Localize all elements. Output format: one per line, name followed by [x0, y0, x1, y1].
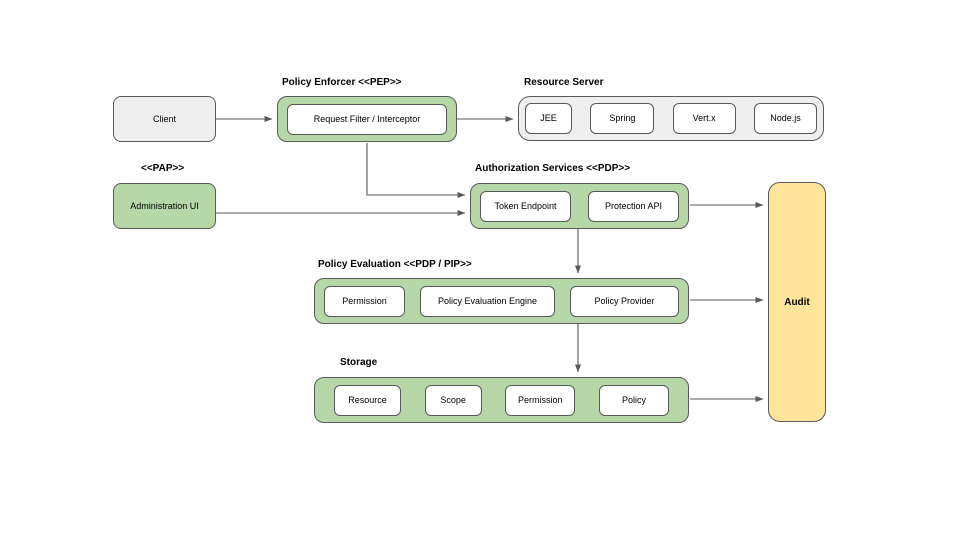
resource-server-container: JEE Spring Vert.x Node.js: [518, 96, 824, 141]
protection-api-node: Protection API: [588, 190, 679, 222]
token-endpoint-node: Token Endpoint: [480, 190, 571, 222]
permission-node: Permission: [324, 285, 405, 317]
jee-node: JEE: [525, 103, 572, 134]
authorization-services-container: Token Endpoint Protection API: [470, 183, 689, 229]
arrow-policy-enforcer-to-authorization-services: [366, 143, 466, 198]
storage-policy-node: Policy: [598, 384, 669, 416]
storage-permission-node: Permission: [505, 384, 576, 416]
storage-title: Storage: [340, 357, 378, 368]
audit-node: Audit: [768, 182, 826, 422]
policy-evaluation-engine-node: Policy Evaluation Engine: [420, 285, 555, 317]
authorization-services-title: Authorization Services <<PDP>>: [475, 163, 631, 174]
storage-resource-node: Resource: [334, 384, 401, 416]
storage-scope-node: Scope: [424, 384, 482, 416]
policy-evaluation-container: Permission Policy Evaluation Engine Poli…: [314, 278, 689, 324]
vertx-node: Vert.x: [672, 103, 736, 134]
storage-container: Resource Scope Permission Policy: [314, 377, 689, 423]
policy-enforcer-container: Request Filter / Interceptor: [277, 96, 457, 142]
policy-evaluation-title: Policy Evaluation <<PDP / PIP>>: [318, 259, 472, 270]
client-label: Client: [152, 113, 176, 124]
administration-ui-label: Administration UI: [130, 200, 199, 211]
nodejs-node: Node.js: [753, 103, 817, 134]
policy-provider-node: Policy Provider: [570, 285, 679, 317]
spring-node: Spring: [590, 103, 655, 134]
policy-enforcer-title: Policy Enforcer <<PEP>>: [282, 77, 402, 88]
client-node: Client: [113, 96, 216, 142]
pap-title: <<PAP>>: [141, 163, 185, 174]
resource-server-title: Resource Server: [524, 77, 604, 88]
administration-ui-node: Administration UI: [113, 183, 216, 229]
audit-label: Audit: [784, 296, 810, 308]
request-filter-node: Request Filter / Interceptor: [287, 103, 447, 135]
